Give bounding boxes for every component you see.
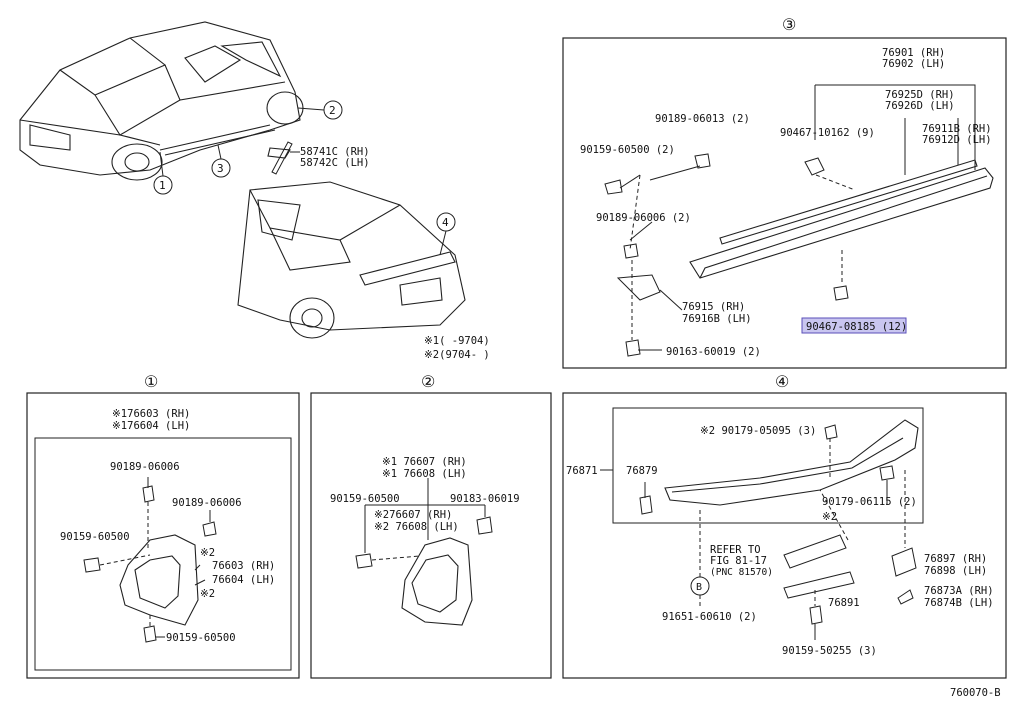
highlighted-part-box[interactable]	[801, 317, 907, 334]
section4-number: ④	[775, 372, 789, 391]
section3-frame	[562, 37, 1007, 369]
s2-label-1: ※1 76608 (LH)	[382, 468, 467, 480]
diagram-code: 760070-B	[950, 687, 1001, 699]
overview-callouts	[153, 100, 343, 195]
s4-label-5: REFER TO	[710, 544, 761, 556]
s3-label-2: 90189-06013 (2)	[655, 113, 750, 125]
rocker-moulding	[689, 159, 994, 279]
ov-label-2: ※1( -9704)	[424, 335, 490, 347]
s3-label-9: 90189-06006 (2)	[596, 212, 691, 224]
section1-inner-frame	[34, 437, 292, 671]
section3-number: ③	[782, 15, 796, 34]
s2-label-5: ※2 76608 (LH)	[374, 521, 459, 533]
section1-leaders	[99, 477, 211, 638]
s4-label-8: B	[696, 582, 702, 593]
callout-2: 2	[329, 104, 336, 117]
s3-label-3: 76925D (RH)	[885, 89, 955, 101]
s2-label-3: 90183-06019	[450, 493, 520, 505]
section2-fasteners	[355, 516, 493, 569]
s4-label-13: 76891	[828, 597, 860, 609]
car-rear-illustration	[237, 181, 466, 339]
s4-label-11: 76873A (RH)	[924, 585, 994, 597]
ov-label-1: 58742C (LH)	[300, 157, 370, 169]
s3-label-4: 76926D (LH)	[885, 100, 955, 112]
section2-leaders	[364, 478, 486, 561]
ov-label-0: 58741C (RH)	[300, 146, 370, 158]
s1-label-1: ※176604 (LH)	[112, 420, 190, 432]
s1-label-9: 90159-60500	[166, 632, 236, 644]
s4-label-10: 76898 (LH)	[924, 565, 987, 577]
s3-label-10: 76915 (RH)	[682, 301, 745, 313]
section2-frame	[310, 392, 552, 679]
s4-label-0: ※2 90179-05095 (3)	[700, 425, 816, 437]
s4-label-2: 76879	[626, 465, 658, 477]
callout-4: 4	[442, 216, 449, 229]
car-front-illustration	[19, 21, 304, 181]
callout-1: 1	[159, 179, 166, 192]
highlighted-part-number[interactable]: 90467-08185 (12)	[806, 321, 907, 333]
s1-label-2: 90189-06006	[110, 461, 180, 473]
section1-fasteners	[83, 485, 217, 643]
s3-label-1: 76902 (LH)	[882, 58, 945, 70]
section4-frame	[562, 392, 1007, 679]
s4-label-15: 90159-50255 (3)	[782, 645, 877, 657]
section3-clips	[604, 153, 849, 357]
section2-number: ②	[421, 372, 435, 391]
s1-label-4: 90159-60500	[60, 531, 130, 543]
s3-label-5: 90467-10162 (9)	[780, 127, 875, 139]
s2-label-2: 90159-60500	[330, 493, 400, 505]
s2-label-4: ※276607 (RH)	[374, 509, 452, 521]
ov-label-3: ※2(9704- )	[424, 349, 490, 361]
s3-label-12: 90163-60019 (2)	[666, 346, 761, 358]
section1-frame	[26, 392, 300, 679]
s4-label-4: ※2	[822, 511, 837, 523]
s4-label-6: FIG 81-17	[710, 555, 767, 567]
section4-parts	[639, 424, 917, 625]
s1-label-5: ※2	[200, 547, 215, 559]
section4-inner-frame	[612, 407, 924, 524]
s3-label-6: 76911B (RH)	[922, 123, 992, 135]
s3-label-11: 76916B (LH)	[682, 313, 752, 325]
s1-label-3: 90189-06006	[172, 497, 242, 509]
s3-label-7: 76912D (LH)	[922, 134, 992, 146]
s1-label-8: ※2	[200, 588, 215, 600]
s4-label-1: 76871	[566, 465, 598, 477]
s1-label-7: 76604 (LH)	[212, 574, 275, 586]
rear-spoiler	[664, 419, 919, 506]
s4-label-7: (PNC 81570)	[710, 567, 773, 578]
section1-number: ①	[144, 372, 158, 391]
s4-label-14: 91651-60610 (2)	[662, 611, 757, 623]
section4-leaders	[600, 438, 906, 640]
front-mudguard	[119, 534, 199, 626]
s4-label-9: 76897 (RH)	[924, 553, 987, 565]
rear-mudguard	[401, 537, 473, 626]
s4-label-3: 90179-06115 (2)	[822, 496, 917, 508]
s1-label-6: 76603 (RH)	[212, 560, 275, 572]
section3-leaders	[619, 84, 976, 351]
s4-label-12: 76874B (LH)	[924, 597, 994, 609]
callout-4-marker	[436, 212, 456, 256]
s2-label-0: ※1 76607 (RH)	[382, 456, 467, 468]
callout-3: 3	[217, 162, 224, 175]
s3-label-0: 76901 (RH)	[882, 47, 945, 59]
s1-label-0: ※176603 (RH)	[112, 408, 190, 420]
s3-label-8: 90159-60500 (2)	[580, 144, 675, 156]
